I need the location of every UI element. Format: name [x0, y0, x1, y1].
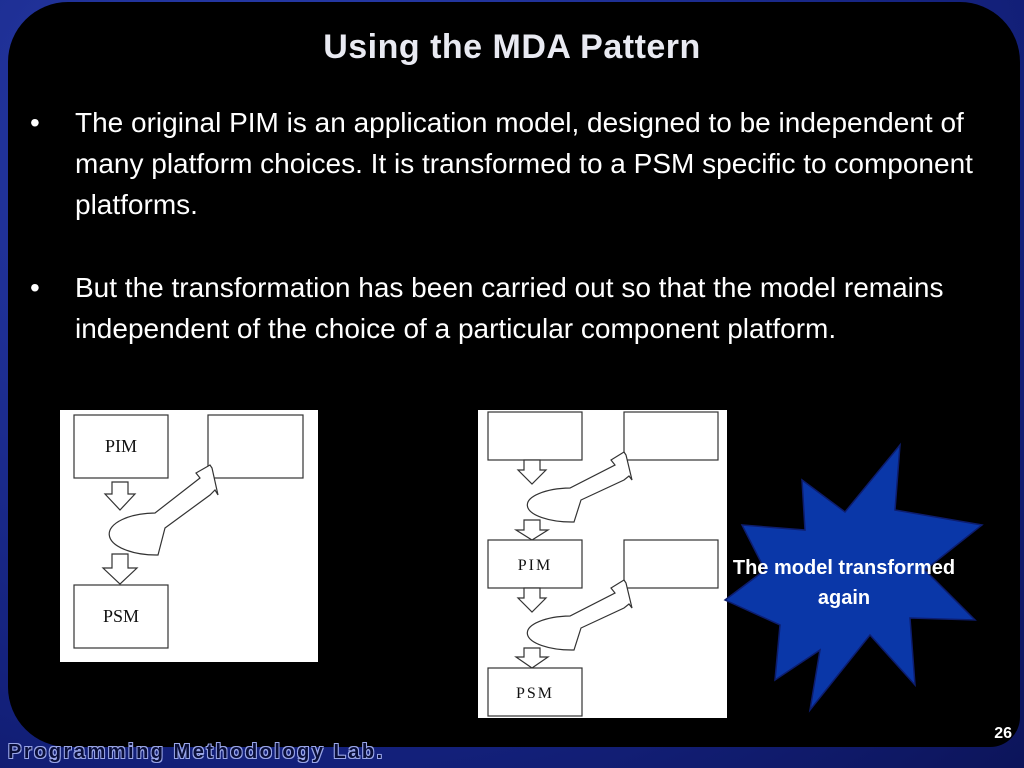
transform-shape: [526, 579, 633, 651]
bullet-list: • The original PIM is an application mod…: [30, 102, 1000, 391]
top-right-box: [623, 411, 719, 461]
starburst-callout: [720, 440, 990, 715]
arrow-out-transform: [513, 519, 551, 541]
bullet-text: The original PIM is an application model…: [75, 107, 973, 220]
diagram-repeated-transform: PIM PSM: [478, 410, 727, 718]
psm-box-label: PSM: [516, 685, 554, 702]
transform-shape: [526, 451, 633, 523]
arrow-out-transform: [101, 553, 139, 585]
transform-shape: [108, 464, 219, 556]
bullet-dot: •: [30, 107, 40, 138]
bullet-item: • But the transformation has been carrie…: [30, 267, 1000, 349]
psm-box: [487, 667, 583, 717]
pim-box: [487, 539, 583, 589]
footer-lab-name: Programming Methodology Lab.: [8, 741, 385, 763]
arrow-into-transform: [103, 481, 137, 511]
pim-box: [73, 414, 169, 479]
pim-box-label: PIM: [105, 436, 137, 456]
marks-box: [207, 414, 304, 479]
top-left-box: [487, 411, 583, 461]
slide-title: Using the MDA Pattern: [323, 28, 701, 66]
diagram-pim-to-psm: PIM PSM: [60, 410, 318, 662]
marks-box: [623, 539, 719, 589]
page-number: 26: [994, 725, 1012, 742]
pim-box-label: PIM: [518, 557, 552, 574]
starburst-shape: [723, 442, 984, 713]
bullet-item: • The original PIM is an application mod…: [30, 102, 1000, 225]
callout-text: The model transformed again: [732, 557, 956, 609]
bullet-text: But the transformation has been carried …: [75, 272, 944, 344]
arrow-into-transform: [516, 459, 548, 485]
bullet-dot: •: [30, 272, 40, 303]
psm-box-label: PSM: [103, 606, 139, 626]
arrow-into-transform: [516, 587, 548, 613]
psm-box: [73, 584, 169, 649]
arrow-out-transform: [514, 647, 550, 669]
